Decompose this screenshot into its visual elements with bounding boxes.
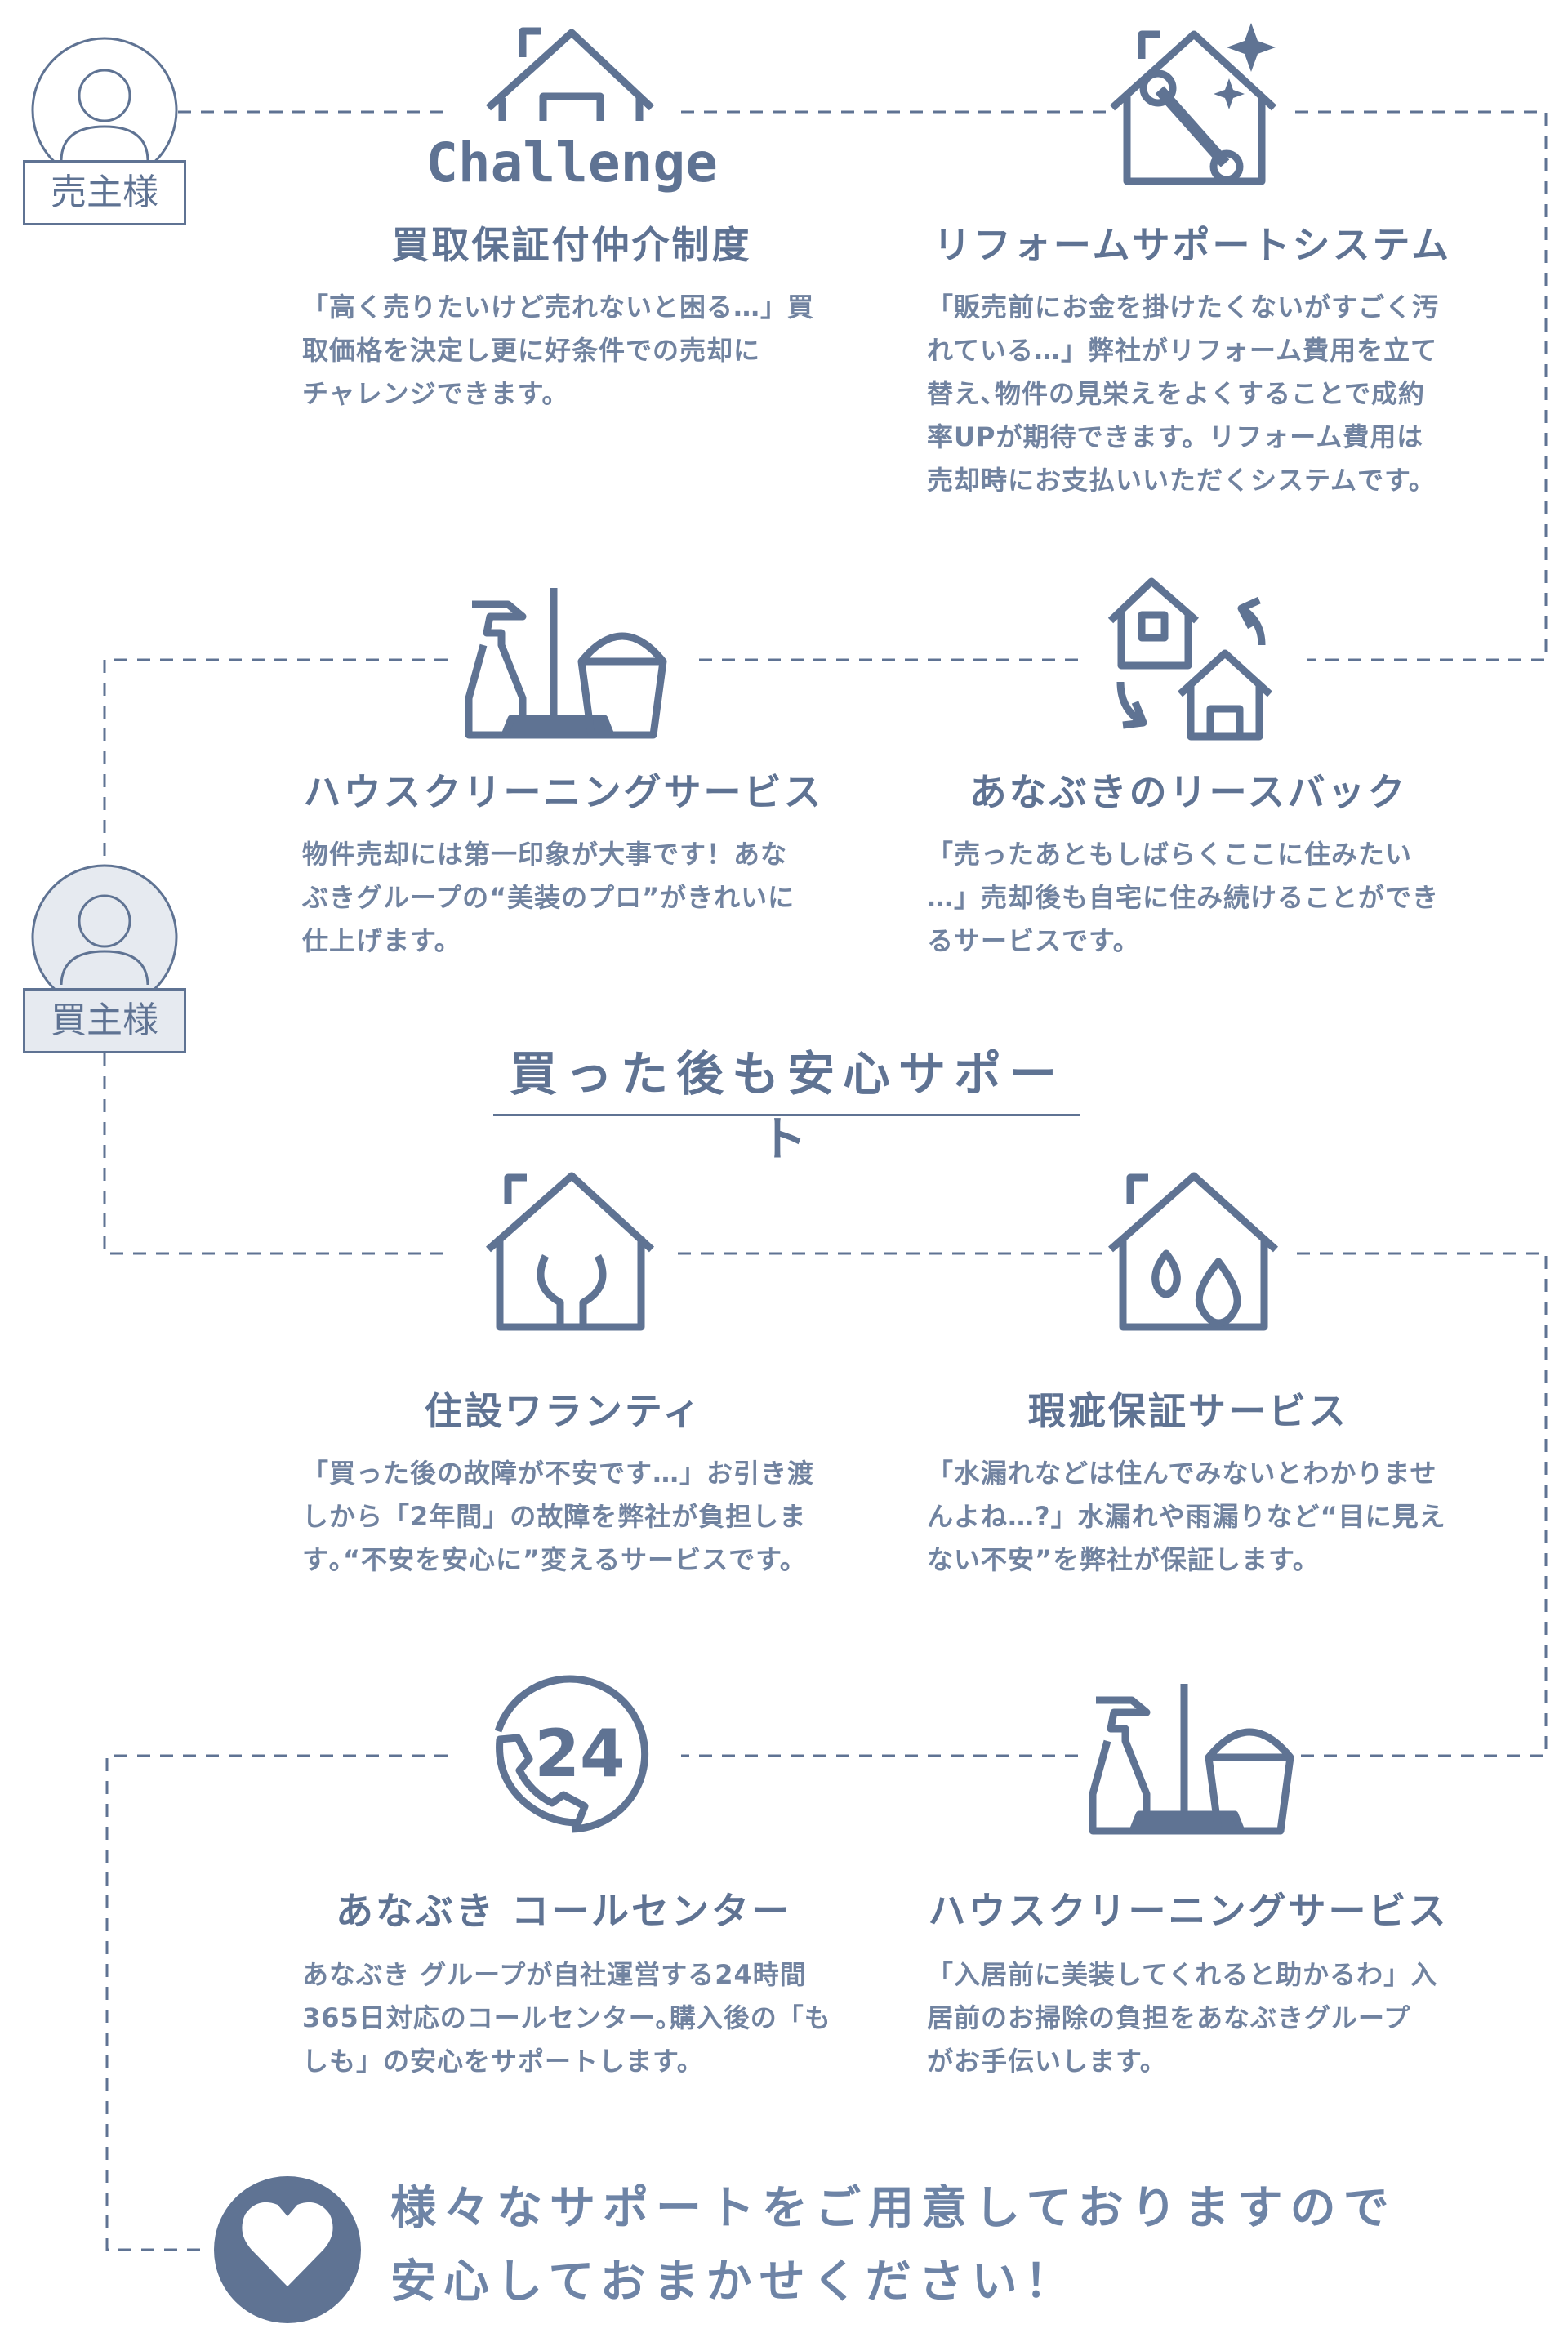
house-wrench-icon xyxy=(486,1172,655,1331)
heart-icon xyxy=(214,2176,361,2323)
item-title-equipment-warranty: 住設ワランティ xyxy=(424,1389,703,1433)
flow-path-line xyxy=(103,110,1548,2251)
item-desc-defect-guarantee: 「水漏れなどは住んでみないとわかりませんよね…?」水漏れや雨漏りなど“目に見えな… xyxy=(927,1458,1446,1575)
item-desc-equipment-warranty: 「買った後の故障が不安です…」お引き渡しから「2年間」の故障を弊社が負担します｡… xyxy=(302,1458,815,1575)
sparkle-icon xyxy=(1214,23,1276,109)
item-title-reform-support: リフォームサポートシステム xyxy=(933,223,1452,267)
challenge-icon-text: Challenge xyxy=(425,131,718,194)
house-exchange-icon xyxy=(1107,577,1273,741)
house-water-drop-icon xyxy=(1108,1172,1279,1331)
phone-24-icon-text: 24 xyxy=(534,1716,625,1792)
item-title-house-cleaning: ハウスクリーニングサービス xyxy=(303,770,824,814)
item-desc-house-cleaning-buyer: 「入居前に美装してくれると助かるわ」入居前のお掃除の負担をあなぶきグループがお手… xyxy=(927,1959,1438,2077)
phone-24-icon xyxy=(494,1675,649,1833)
closing-message-line1: 様々なサポートをご用意しておりますので xyxy=(390,2182,1396,2235)
cleaning-supplies-icon xyxy=(465,588,667,739)
item-title-defect-guarantee: 瑕疵保証サービス xyxy=(1028,1389,1348,1433)
item-desc-leaseback: 「売ったあともしばらくここに住みたい…」売却後も自宅に住み続けることができるサー… xyxy=(927,839,1440,956)
buyer-badge: 買主様 xyxy=(23,988,186,1053)
cleaning-supplies-icon-2 xyxy=(1089,1684,1294,1835)
buyer-section-title: 買った後も安心サポート xyxy=(509,1046,1065,1167)
house-challenge-icon xyxy=(485,27,655,121)
item-desc-reform-support: 「販売前にお金を掛けたくないがすごく汚れている…」弊社がリフォーム費用を立て替え… xyxy=(927,292,1440,496)
item-title-call-center: あなぶき コールセンター xyxy=(335,1889,791,1933)
item-title-purchase-guarantee: 買取保証付仲介制度 xyxy=(391,223,752,267)
closing-message-line2: 安心しておまかせください！ xyxy=(390,2255,1078,2309)
buyer-avatar-icon xyxy=(31,864,178,1011)
item-desc-purchase-guarantee: 「高く売りたいけど売れないと困る…」買取価格を決定し更に好条件での売却にチャレン… xyxy=(302,292,815,409)
item-desc-house-cleaning: 物件売却には第一印象が大事です！あなぶきグループの“美装のプロ”がきれいに仕上げ… xyxy=(302,839,795,956)
item-title-house-cleaning-buyer: ハウスクリーニングサービス xyxy=(928,1889,1449,1933)
item-title-leaseback: あなぶきのリースバック xyxy=(969,770,1408,814)
section-title-underline xyxy=(493,1114,1080,1116)
house-wrench-sparkle-icon xyxy=(1109,30,1277,185)
seller-badge: 売主様 xyxy=(23,160,186,225)
